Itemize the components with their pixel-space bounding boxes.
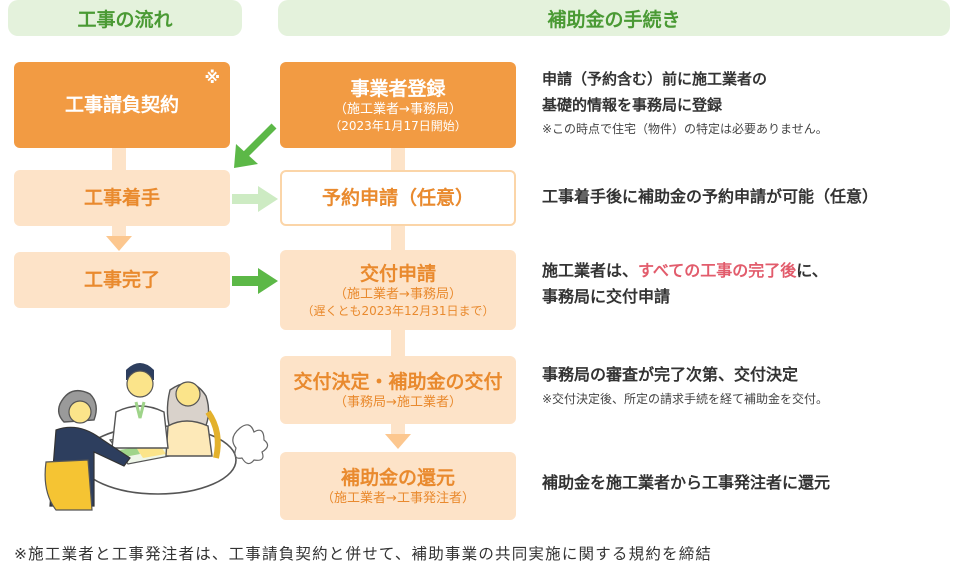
start-to-reserve-arrow [232, 186, 278, 212]
procedure-decision: 交付決定・補助金の交付 （事務局→施工業者） [280, 356, 516, 424]
procedure-grant-apply: 交付申請 （施工業者→事務局） （遅くとも2023年12月31日まで） [280, 250, 516, 330]
flow-complete: 工事完了 [14, 252, 230, 308]
grant-description: 施工業者は、すべての工事の完了後に、 事務局に交付申請 [542, 261, 828, 306]
procedure-reserve: 予約申請（任意） [280, 170, 516, 226]
people-meeting-illustration [44, 363, 269, 511]
footer-note: ※施工業者と工事発注者は、工事請負契約と併せて、補助事業の共同実施に関する規約を… [14, 545, 713, 563]
register-description: 申請（予約含む）前に施工業者の 基礎的情報を事務局に登録 ※この時点で住宅（物件… [542, 70, 828, 136]
flow-header: 工事の流れ [8, 0, 242, 36]
register-to-contract-arrow [234, 123, 277, 168]
contract-note-mark: ※ [204, 68, 220, 87]
flow-arrow-down [106, 236, 132, 251]
reserve-description: 工事着手後に補助金の予約申請が可能（任意） [542, 187, 879, 206]
procedure-connector [391, 148, 405, 170]
procedure-register: 事業者登録 （施工業者→事務局） （2023年1月17日開始） [280, 62, 516, 148]
flow-connector [112, 148, 126, 170]
procedure-header: 補助金の手続き [278, 0, 950, 36]
procedure-arrow-down [385, 434, 411, 449]
decision-description: 事務局の審査が完了次第、交付決定 ※交付決定後、所定の請求手続を経て補助金を交付… [542, 365, 829, 406]
procedure-connector [391, 226, 405, 250]
procedure-refund: 補助金の還元 （施工業者→工事発注者） [280, 452, 516, 520]
procedure-connector [391, 330, 405, 356]
complete-to-grant-arrow [232, 268, 278, 294]
flow-contract: 工事請負契約 ※ [14, 62, 230, 148]
grant-highlight: すべての工事の完了後 [638, 261, 797, 280]
flow-start: 工事着手 [14, 170, 230, 226]
refund-description: 補助金を施工業者から工事発注者に還元 [542, 473, 831, 492]
procedure-connector [391, 424, 405, 436]
flow-connector [112, 226, 126, 238]
